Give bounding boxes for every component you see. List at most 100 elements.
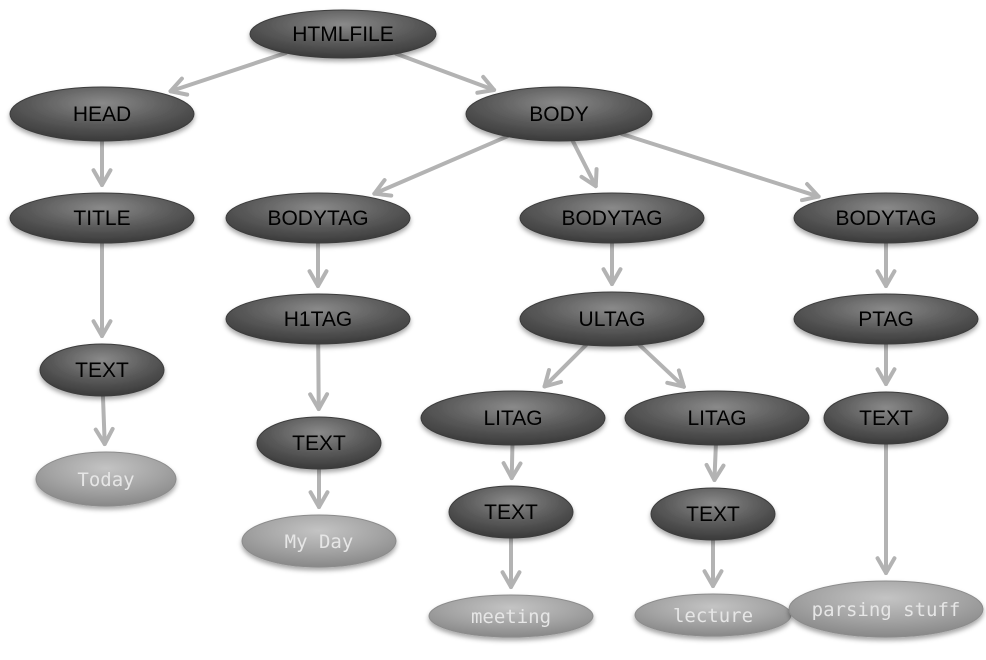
edge-arrow-text4-to-lecture (702, 538, 724, 588)
node-ellipse (225, 293, 411, 345)
node-myday: My Day (241, 514, 397, 568)
node-bodytag1: BODYTAG (225, 192, 411, 244)
edge-arrow-head-to-title (91, 139, 113, 187)
edge-arrow-h1tag-to-text2 (308, 341, 330, 412)
node-ellipse (519, 291, 705, 347)
node-ellipse (823, 391, 949, 445)
arrowhead-icon (799, 182, 821, 203)
edge-arrow-bodytag1-to-h1tag (307, 241, 329, 288)
edge-arrow-ptag-to-text5 (875, 342, 897, 386)
node-lecture: lecture (634, 593, 792, 637)
arrowhead-icon (91, 319, 113, 338)
node-ellipse (793, 192, 979, 244)
arrowhead-icon (372, 178, 394, 198)
node-ellipse (428, 594, 594, 638)
node-ellipse (225, 192, 411, 244)
node-ellipse (634, 593, 792, 637)
node-ellipse (465, 86, 653, 142)
edge-line (316, 341, 321, 412)
edge-arrow-text3-to-meeting (500, 536, 522, 589)
edge-arrow-title-to-text1 (91, 241, 113, 338)
edge-arrow-bodytag2-to-ultag (601, 241, 623, 286)
node-ellipse (9, 86, 195, 142)
arrowhead-icon (168, 76, 190, 97)
node-text5: TEXT (823, 391, 949, 445)
edge-arrow-body-to-bodytag3 (619, 131, 821, 203)
node-today: Today (35, 451, 177, 507)
arrowhead-icon (875, 269, 897, 288)
node-ellipse (519, 192, 705, 244)
node-meeting: meeting (428, 594, 594, 638)
node-ultag: ULTAG (519, 291, 705, 347)
edge-line (372, 134, 510, 196)
nodes-layer: HTMLFILE HEAD BODY TITLE BODYTAG BODYTAG BODYT… (9, 9, 984, 638)
edge-arrow-body-to-bodytag1 (372, 134, 510, 198)
edge-arrow-litag1-to-text3 (501, 442, 523, 481)
node-bodytag3: BODYTAG (793, 192, 979, 244)
edge-arrow-text5-to-parsing (875, 442, 897, 575)
node-h1tag: H1TAG (225, 293, 411, 345)
node-text3: TEXT (448, 485, 574, 539)
node-ellipse (650, 487, 776, 541)
node-title: TITLE (9, 192, 195, 244)
node-text2: TEXT (256, 416, 382, 470)
node-ellipse (39, 343, 165, 397)
node-ellipse (9, 192, 195, 244)
node-ellipse (256, 416, 382, 470)
arrowhead-icon (665, 368, 686, 389)
edge-line (168, 50, 288, 94)
node-ellipse (793, 293, 979, 345)
edge-line (542, 342, 589, 389)
node-text4: TEXT (650, 487, 776, 541)
edge-line (637, 342, 686, 389)
arrowhead-icon (501, 461, 523, 481)
node-htmlfile: HTMLFILE (249, 9, 437, 59)
node-bodytag2: BODYTAG (519, 192, 705, 244)
arrowhead-icon (308, 392, 330, 412)
node-ellipse (35, 451, 177, 507)
edge-arrow-htmlfile-to-head (168, 50, 288, 97)
edges-layer (91, 50, 897, 589)
node-ellipse (420, 390, 606, 446)
edge-arrow-text1-to-today (93, 393, 115, 447)
arrowhead-icon (475, 74, 497, 95)
node-ellipse (624, 390, 810, 446)
node-ellipse (448, 485, 574, 539)
node-litag1: LITAG (420, 390, 606, 446)
arrowhead-icon (308, 490, 330, 509)
node-ellipse (249, 9, 437, 59)
edge-arrow-body-to-bodytag2 (570, 138, 599, 189)
arrowhead-icon (91, 168, 113, 187)
edge-line (394, 51, 497, 92)
node-ellipse (788, 580, 984, 638)
arrowhead-icon (500, 570, 522, 589)
node-body: BODY (465, 86, 653, 142)
edge-line (100, 393, 107, 447)
arrowhead-icon (601, 267, 623, 286)
node-head: HEAD (9, 86, 195, 142)
arrowhead-icon (579, 167, 599, 189)
arrowhead-icon (93, 426, 115, 447)
arrowhead-icon (307, 269, 329, 288)
edge-arrow-htmlfile-to-body (394, 51, 497, 95)
edge-arrow-ultag-to-litag1 (542, 342, 589, 389)
node-ptag: PTAG (793, 293, 979, 345)
arrowhead-icon (875, 556, 897, 575)
arrowhead-icon (704, 462, 726, 483)
edge-arrow-ultag-to-litag2 (637, 342, 686, 389)
edge-arrow-bodytag3-to-ptag (875, 241, 897, 288)
edge-line (712, 442, 718, 483)
node-ellipse (241, 514, 397, 568)
arrowhead-icon (702, 569, 724, 588)
edge-line (570, 138, 598, 189)
edge-arrow-text2-to-myday (308, 467, 330, 509)
node-parsing: parsing stuff (788, 580, 984, 638)
edge-line (619, 131, 821, 199)
node-litag2: LITAG (624, 390, 810, 446)
node-text1: TEXT (39, 343, 165, 397)
edge-arrow-litag2-to-text4 (704, 442, 726, 483)
arrowhead-icon (542, 368, 563, 389)
edge-line (509, 442, 515, 481)
arrowhead-icon (875, 367, 897, 386)
